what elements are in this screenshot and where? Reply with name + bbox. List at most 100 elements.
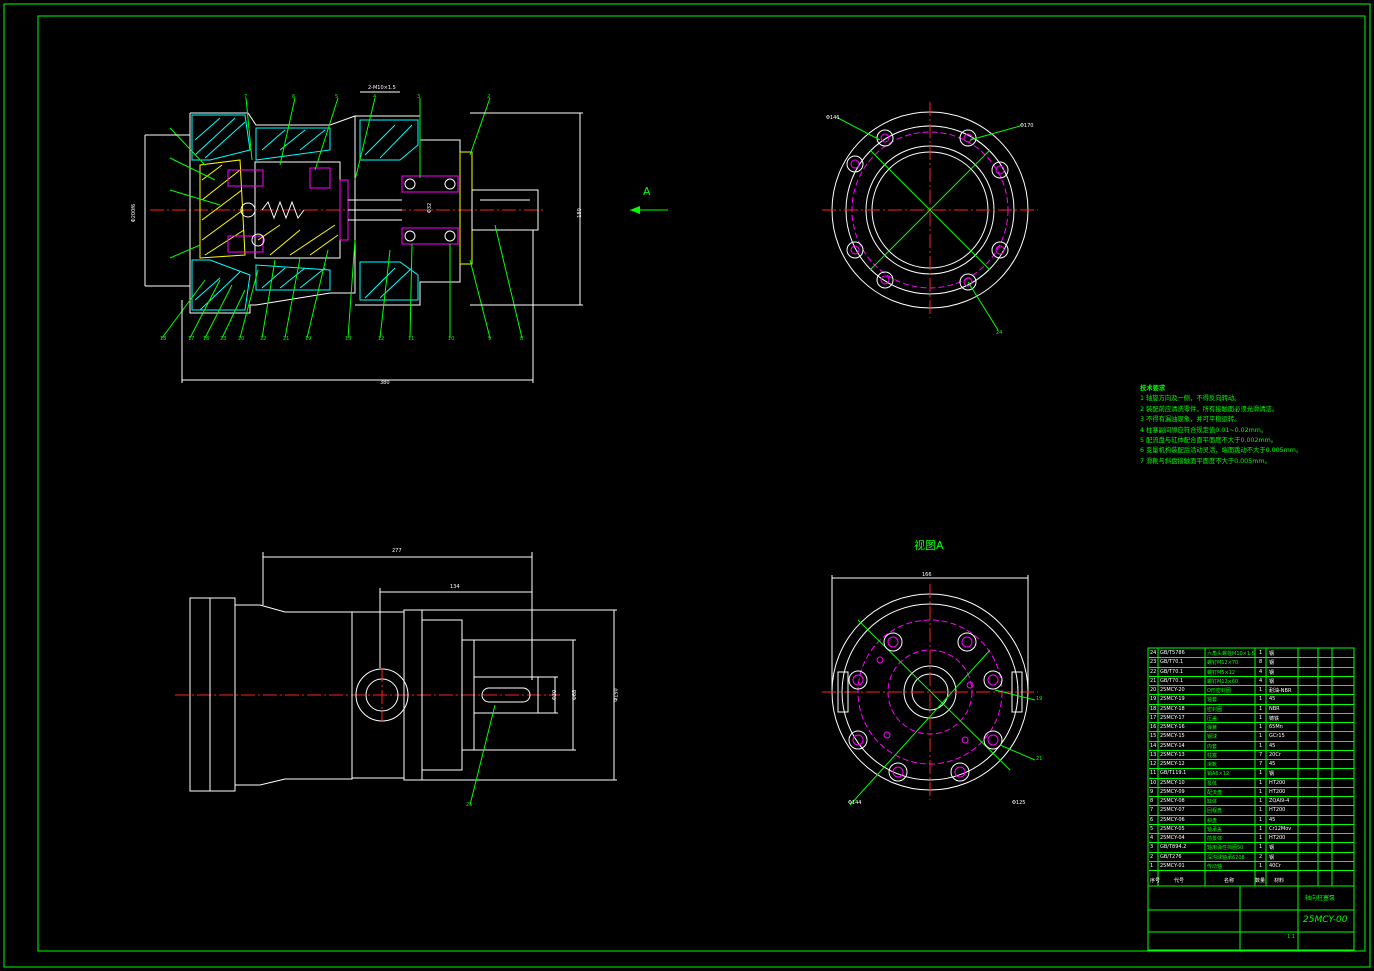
- parts-no-cell: 6: [1150, 816, 1154, 823]
- balloon-side-view: 25: [466, 802, 473, 808]
- parts-no-cell: 15: [1150, 733, 1157, 740]
- sectional-view: [144, 91, 583, 383]
- dim-front-dia-2: Φ170: [1020, 123, 1034, 129]
- view-a: [822, 575, 1038, 806]
- dim-top-left-dia: Φ200f6: [131, 203, 138, 223]
- parts-qty-cell: 1: [1259, 687, 1263, 693]
- parts-code-cell: 25MCY-10: [1160, 779, 1185, 786]
- note-item: 3 不得有漏油现象，并可平稳运转。: [1140, 416, 1241, 424]
- parts-no-cell: 17: [1150, 714, 1157, 721]
- balloon-front-view: 24: [996, 330, 1003, 336]
- parts-code-cell: GB/T276: [1160, 853, 1182, 860]
- parts-material-cell: 45: [1269, 816, 1276, 823]
- balloon: 2: [487, 94, 491, 100]
- parts-name-cell: 销A6×12: [1207, 771, 1230, 778]
- parts-code-cell: 25MCY-01: [1160, 862, 1185, 869]
- parts-code-cell: 25MCY-14: [1160, 742, 1185, 749]
- parts-name-cell: 轴承盖: [1207, 826, 1223, 833]
- parts-name-cell: 滑靴: [1207, 762, 1218, 768]
- dim-side-dia-2: Φ68: [572, 689, 579, 701]
- parts-no-cell: 2: [1150, 853, 1154, 860]
- dim-side-length-2: 134: [450, 584, 460, 590]
- parts-material-cell: HT200: [1269, 835, 1286, 841]
- dim-view-a-d2: Φ125: [1012, 800, 1026, 806]
- parts-qty-cell: 8: [1259, 659, 1263, 666]
- header-mat: 材料: [1274, 878, 1285, 884]
- parts-material-cell: ZQAl9-4: [1269, 798, 1290, 804]
- parts-qty-cell: 1: [1259, 742, 1263, 749]
- parts-qty-cell: 1: [1259, 835, 1263, 841]
- balloon: 4: [373, 94, 377, 100]
- parts-material-cell: 45: [1269, 696, 1276, 703]
- parts-no-cell: 7: [1150, 807, 1154, 814]
- dim-top-bolt: 2-M10×1.5: [368, 85, 396, 91]
- parts-no-cell: 10: [1150, 779, 1157, 786]
- parts-code-cell: 25MCY-09: [1160, 788, 1185, 795]
- parts-name-cell: O形密封圈: [1207, 688, 1231, 694]
- parts-qty-cell: 1: [1259, 705, 1263, 712]
- parts-qty-cell: 1: [1259, 825, 1263, 832]
- balloon: 10: [448, 336, 455, 342]
- drawing-number: 25MCY-00: [1303, 915, 1348, 925]
- parts-qty-cell: 1: [1259, 650, 1263, 656]
- parts-table-grid: [1147, 647, 1355, 951]
- parts-code-cell: 25MCY-13: [1160, 751, 1185, 758]
- parts-name-cell: 回程盘: [1207, 808, 1223, 815]
- parts-no-cell: 3: [1150, 844, 1154, 851]
- parts-material-cell: Cr12Mov: [1269, 825, 1292, 832]
- balloon: 22: [260, 336, 267, 342]
- balloon: 6: [292, 94, 296, 100]
- parts-code-cell: 25MCY-15: [1160, 733, 1185, 740]
- parts-no-cell: 13: [1150, 751, 1157, 758]
- parts-qty-cell: 1: [1259, 788, 1263, 795]
- parts-qty-cell: 1: [1259, 816, 1263, 823]
- parts-no-cell: 8: [1150, 798, 1154, 804]
- parts-material-cell: GCr15: [1269, 733, 1285, 740]
- parts-code-cell: 25MCY-19: [1160, 696, 1185, 703]
- parts-code-cell: 25MCY-08: [1160, 798, 1185, 804]
- balloon-view-a-2: 21: [1036, 756, 1043, 762]
- parts-material-cell: NBR: [1269, 705, 1280, 712]
- parts-material-cell: HT200: [1269, 788, 1286, 795]
- parts-material-cell: 钢: [1269, 669, 1275, 676]
- parts-material-cell: 钢: [1269, 845, 1275, 852]
- parts-material-cell: 钢: [1269, 651, 1275, 657]
- parts-no-cell: 12: [1150, 761, 1157, 767]
- parts-name-cell: 轴用弹性挡圈50: [1207, 845, 1244, 852]
- balloon: 18: [160, 336, 167, 342]
- parts-code-cell: 25MCY-06: [1160, 816, 1185, 823]
- parts-no-cell: 11: [1150, 770, 1157, 777]
- parts-qty-cell: 1: [1259, 770, 1263, 777]
- parts-qty-cell: 2: [1259, 853, 1263, 860]
- parts-qty-cell: 7: [1259, 761, 1263, 767]
- parts-qty-cell: 7: [1259, 751, 1263, 758]
- header-name: 名称: [1224, 878, 1235, 884]
- parts-qty-cell: 1: [1259, 733, 1263, 740]
- parts-material-cell: 钢: [1269, 660, 1275, 667]
- parts-no-cell: 14: [1150, 742, 1157, 749]
- parts-name-cell: 柱塞: [1207, 752, 1218, 759]
- balloon: 13: [345, 336, 352, 342]
- parts-no-cell: 21: [1150, 677, 1157, 684]
- parts-code-cell: GB/T70.1: [1160, 668, 1184, 675]
- parts-code-cell: 25MCY-12: [1160, 761, 1185, 767]
- balloon: 9: [488, 336, 492, 342]
- parts-code-cell: 25MCY-05: [1160, 825, 1185, 832]
- balloon-view-a-1: 19: [1036, 696, 1043, 702]
- parts-material-cell: 40Cr: [1269, 862, 1281, 869]
